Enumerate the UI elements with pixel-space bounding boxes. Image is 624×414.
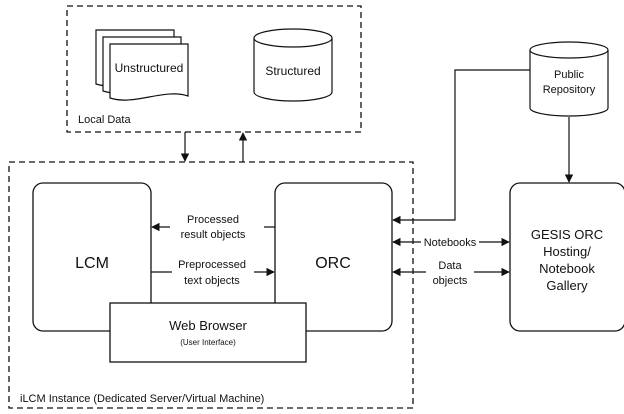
gesis-label-line1: GESIS ORC <box>531 227 603 242</box>
web-browser-sublabel: (User Interface) <box>180 338 236 347</box>
public-repository-label-line1: Public <box>554 69 584 81</box>
gesis-label-line2: Hosting/ <box>543 244 591 259</box>
preprocessed-label-line2: text objects <box>184 275 240 287</box>
processed-label-bg <box>170 211 264 241</box>
gesis-label-line4: Gallery <box>546 278 588 293</box>
structured-database-icon <box>253 28 333 102</box>
processed-label-line1: Processed <box>187 214 239 226</box>
web-browser-label: Web Browser <box>169 318 247 333</box>
connector-repository-to-orc <box>392 69 530 225</box>
data-objects-label-line2: objects <box>433 275 468 287</box>
gesis-label-line3: Notebook <box>539 261 595 276</box>
lcm-box <box>32 182 152 332</box>
preprocessed-label-line1: Preprocessed <box>178 259 246 271</box>
lcm-label: LCM <box>75 255 109 272</box>
preprocessed-label-bg <box>172 256 254 286</box>
unstructured-documents-icon <box>95 29 189 101</box>
orc-box <box>274 182 393 332</box>
web-browser-box <box>109 302 307 363</box>
public-repository-database-icon <box>529 41 609 117</box>
notebooks-label-bg <box>421 234 479 249</box>
data-objects-label-line1: Data <box>438 260 462 272</box>
ilcm-instance-container <box>8 161 414 409</box>
notebooks-label: Notebooks <box>424 237 477 249</box>
unstructured-label: Unstructured <box>115 61 184 75</box>
local-data-label: Local Data <box>78 114 131 126</box>
processed-label-line2: result objects <box>181 229 246 241</box>
gesis-orc-box <box>509 182 624 332</box>
ilcm-instance-label: iLCM Instance (Dedicated Server/Virtual … <box>20 393 264 405</box>
public-repository-label-line2: Repository <box>543 84 596 96</box>
structured-label: Structured <box>265 64 320 78</box>
data-objects-label-bg <box>426 257 474 287</box>
orc-label: ORC <box>315 255 351 272</box>
